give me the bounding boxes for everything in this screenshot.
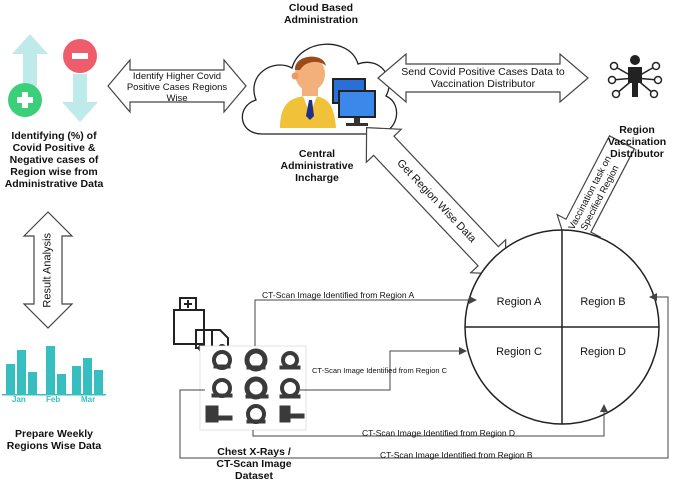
weekly-bar-chart-icon <box>2 346 106 396</box>
region-d-label: Region D <box>580 346 626 358</box>
identifying-label: Identifying (%) of Covid Positive & Nega… <box>4 130 104 191</box>
cloud-title: Cloud Based Administration <box>283 2 359 27</box>
flow-text-region-c: CT-Scan Image Identified from Region C <box>312 366 448 375</box>
chart-month-mar: Mar <box>81 395 96 404</box>
computer-monitors-icon <box>332 78 376 126</box>
result-analysis-text: Result Analysis <box>41 233 54 308</box>
chart-month-jan: Jan <box>12 395 26 404</box>
incharge-person-icon <box>280 56 336 128</box>
covid-negative-icon <box>62 39 98 122</box>
chart-month-feb: Feb <box>46 395 61 404</box>
result-analysis-arrow <box>22 211 74 329</box>
hospital-ambulance-icon <box>173 297 229 352</box>
dataset-label: Chest X-Rays / CT-Scan Image Dataset <box>216 446 292 483</box>
flow-line-region-d <box>252 404 608 437</box>
region-c-label: Region C <box>496 346 542 358</box>
region-a-label: Region A <box>496 296 542 308</box>
flow-text-region-a: CT-Scan Image Identified from Region A <box>262 290 415 300</box>
prepare-weekly-label: Prepare Weekly Regions Wise Data <box>6 428 102 453</box>
ct-scan-dataset-collage <box>199 345 307 431</box>
send-positive-arrow <box>377 52 589 104</box>
incharge-label: Central Administrative Incharge <box>280 148 354 185</box>
covid-positive-icon <box>8 34 48 117</box>
distributor-network-icon <box>607 55 663 99</box>
flow-line-region-c <box>300 347 467 391</box>
distributor-label: Region Vaccination Distributor <box>607 124 667 161</box>
identify-higher-arrow <box>107 58 247 114</box>
region-circle <box>464 229 660 425</box>
flow-line-region-a <box>254 296 477 346</box>
flow-text-region-b: CT-Scan Image Identified from Region B <box>380 450 533 460</box>
flow-text-region-d: CT-Scan Image Identified from Region D <box>362 428 516 438</box>
identify-higher-text: Identify Higher Covid Positive Cases Reg… <box>126 71 228 104</box>
region-b-label: Region B <box>580 296 626 308</box>
send-positive-text: Send Covid Positive Cases Data to Vaccin… <box>401 66 565 91</box>
flow-line-region-b <box>179 293 669 459</box>
